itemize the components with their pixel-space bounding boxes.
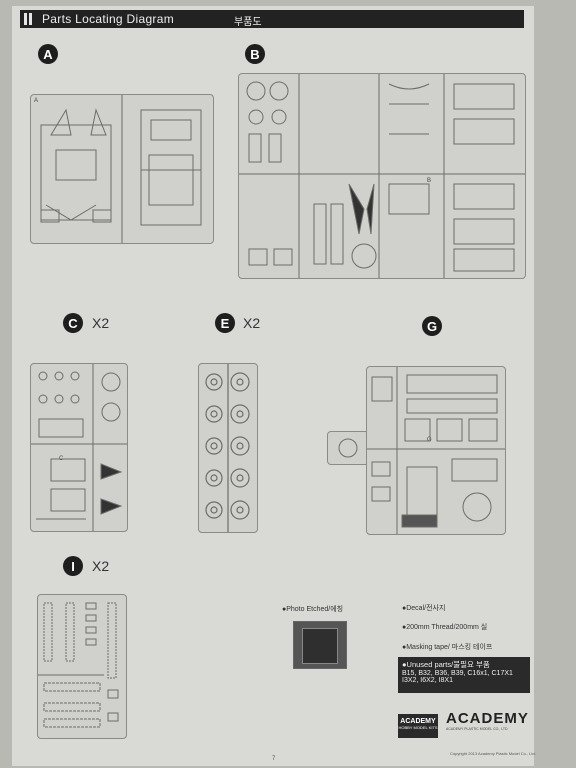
- company-name: ACADEMY PLASTIC MODEL CO., LTD: [446, 727, 508, 731]
- sprue-label-g: G: [422, 316, 442, 336]
- sprue-a: A: [30, 94, 214, 244]
- header-title: Parts Locating Diagram: [42, 12, 174, 26]
- legend-decal: ●Decal/전사지: [402, 605, 446, 612]
- sprue-e-parts: [205, 364, 250, 532]
- sprue-i-parts: [38, 602, 119, 728]
- academy-logo-small: ACADEMY HOBBY MODEL KITS: [398, 714, 438, 738]
- unused-parts-line2: I3X2, I6X2, I8X1: [402, 677, 453, 684]
- sprue-g-tab: [327, 431, 369, 465]
- unused-parts-title: ●Unused parts/불필요 부품: [402, 660, 490, 669]
- legend-thread: ●200mm Thread/200mm 실: [402, 624, 488, 631]
- sprue-g: G: [366, 366, 506, 535]
- sprue-g-tag: G: [427, 437, 432, 443]
- sprue-g-parts: [367, 367, 505, 534]
- sprue-g-tab-parts: [338, 438, 358, 458]
- sprue-label-c: C: [63, 313, 83, 333]
- unused-parts-box: ●Unused parts/불필요 부품 B15, B32, B36, B39,…: [398, 657, 530, 693]
- sprue-e: [198, 363, 258, 533]
- photo-etched-part: [293, 621, 347, 669]
- sprue-b-tag: B: [427, 178, 432, 184]
- legend-photo-etched: ●Photo Etched/에칭: [282, 606, 344, 613]
- legend-masking-tape: ●Masking tape/ 마스킹 테이프: [402, 644, 493, 651]
- sprue-label-i: I: [63, 556, 83, 576]
- section-header: Parts Locating Diagram 부품도: [20, 10, 524, 28]
- sprue-c: C: [30, 363, 128, 532]
- sprue-i-multiplier: X2: [92, 558, 110, 574]
- sprue-c-parts: [31, 364, 127, 531]
- sprue-b: B: [238, 73, 526, 279]
- unused-parts-line1: B15, B32, B36, B39, C16x1, C17X1: [402, 670, 513, 677]
- copyright-text: Copyright 2013 Academy Plastic Model Co.…: [450, 751, 536, 756]
- sprue-label-b: B: [245, 44, 265, 64]
- sprue-i: [37, 594, 127, 739]
- sprue-b-parts: [239, 74, 525, 278]
- sprue-a-parts: [40, 95, 202, 243]
- sprue-c-multiplier: X2: [92, 315, 110, 331]
- sprue-a-tag: A: [34, 98, 39, 104]
- header-bars-icon: [24, 13, 34, 25]
- header-korean-title: 부품도: [234, 17, 262, 28]
- page-number: 7: [272, 756, 276, 762]
- sprue-e-multiplier: X2: [243, 315, 261, 331]
- sprue-label-e: E: [215, 313, 235, 333]
- academy-logo-large: ACADEMY: [446, 710, 529, 727]
- sprue-label-a: A: [38, 44, 58, 64]
